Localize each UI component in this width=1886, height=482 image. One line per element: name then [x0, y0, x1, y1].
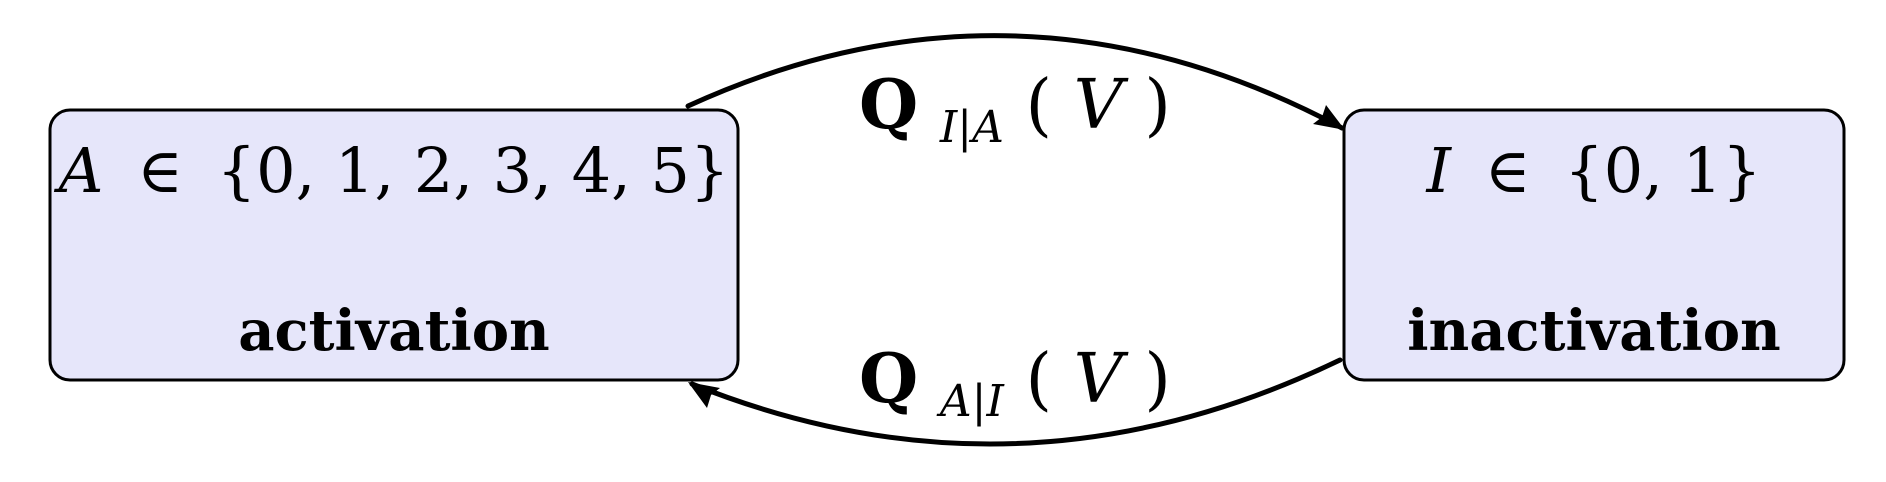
- transition-label-inactivation-to-activation: Q A|I ( V ): [859, 339, 1171, 433]
- state-activation-box: [48, 108, 740, 382]
- state-activation: A ∈ {0, 1, 2, 3, 4, 5} activation: [48, 108, 740, 382]
- arrowhead-activation-to-inactivation: [1313, 105, 1345, 130]
- inactivation-set: {0, 1}: [1564, 134, 1761, 207]
- state-inactivation: I ∈ {0, 1} inactivation: [1342, 108, 1846, 382]
- rate-arg-close: ): [1144, 66, 1171, 145]
- rate-argument: V: [1074, 66, 1129, 145]
- rate-symbol: Q: [859, 65, 918, 145]
- activation-set: {0, 1, 2, 3, 4, 5}: [217, 134, 730, 207]
- rate-symbol: Q: [859, 339, 918, 419]
- rate-arg-close: ): [1144, 340, 1171, 419]
- transition-arrow-activation-to-inactivation: [685, 33, 1345, 131]
- rate-subscript: A|I: [936, 376, 1006, 427]
- transition-label-activation-to-inactivation: Q I|A ( V ): [859, 65, 1171, 159]
- rate-arg-open: (: [1026, 340, 1053, 419]
- rate-arg-open: (: [1026, 66, 1053, 145]
- state-activation-label: activation: [238, 298, 550, 364]
- state-inactivation-label: inactivation: [1407, 298, 1781, 364]
- inactivation-member-of: ∈: [1485, 134, 1531, 207]
- activation-variable: A: [54, 134, 104, 207]
- rate-subscript: I|A: [939, 102, 1004, 153]
- arrowhead-inactivation-to-activation: [688, 382, 720, 408]
- rate-argument: V: [1074, 340, 1129, 419]
- state-inactivation-formula: I ∈ {0, 1}: [1425, 134, 1761, 207]
- inactivation-variable: I: [1425, 134, 1452, 207]
- state-activation-formula: A ∈ {0, 1, 2, 3, 4, 5}: [54, 134, 730, 207]
- transition-arrow-inactivation-to-activation: [689, 357, 1343, 447]
- activation-member-of: ∈: [137, 134, 183, 207]
- state-inactivation-box: [1342, 108, 1846, 382]
